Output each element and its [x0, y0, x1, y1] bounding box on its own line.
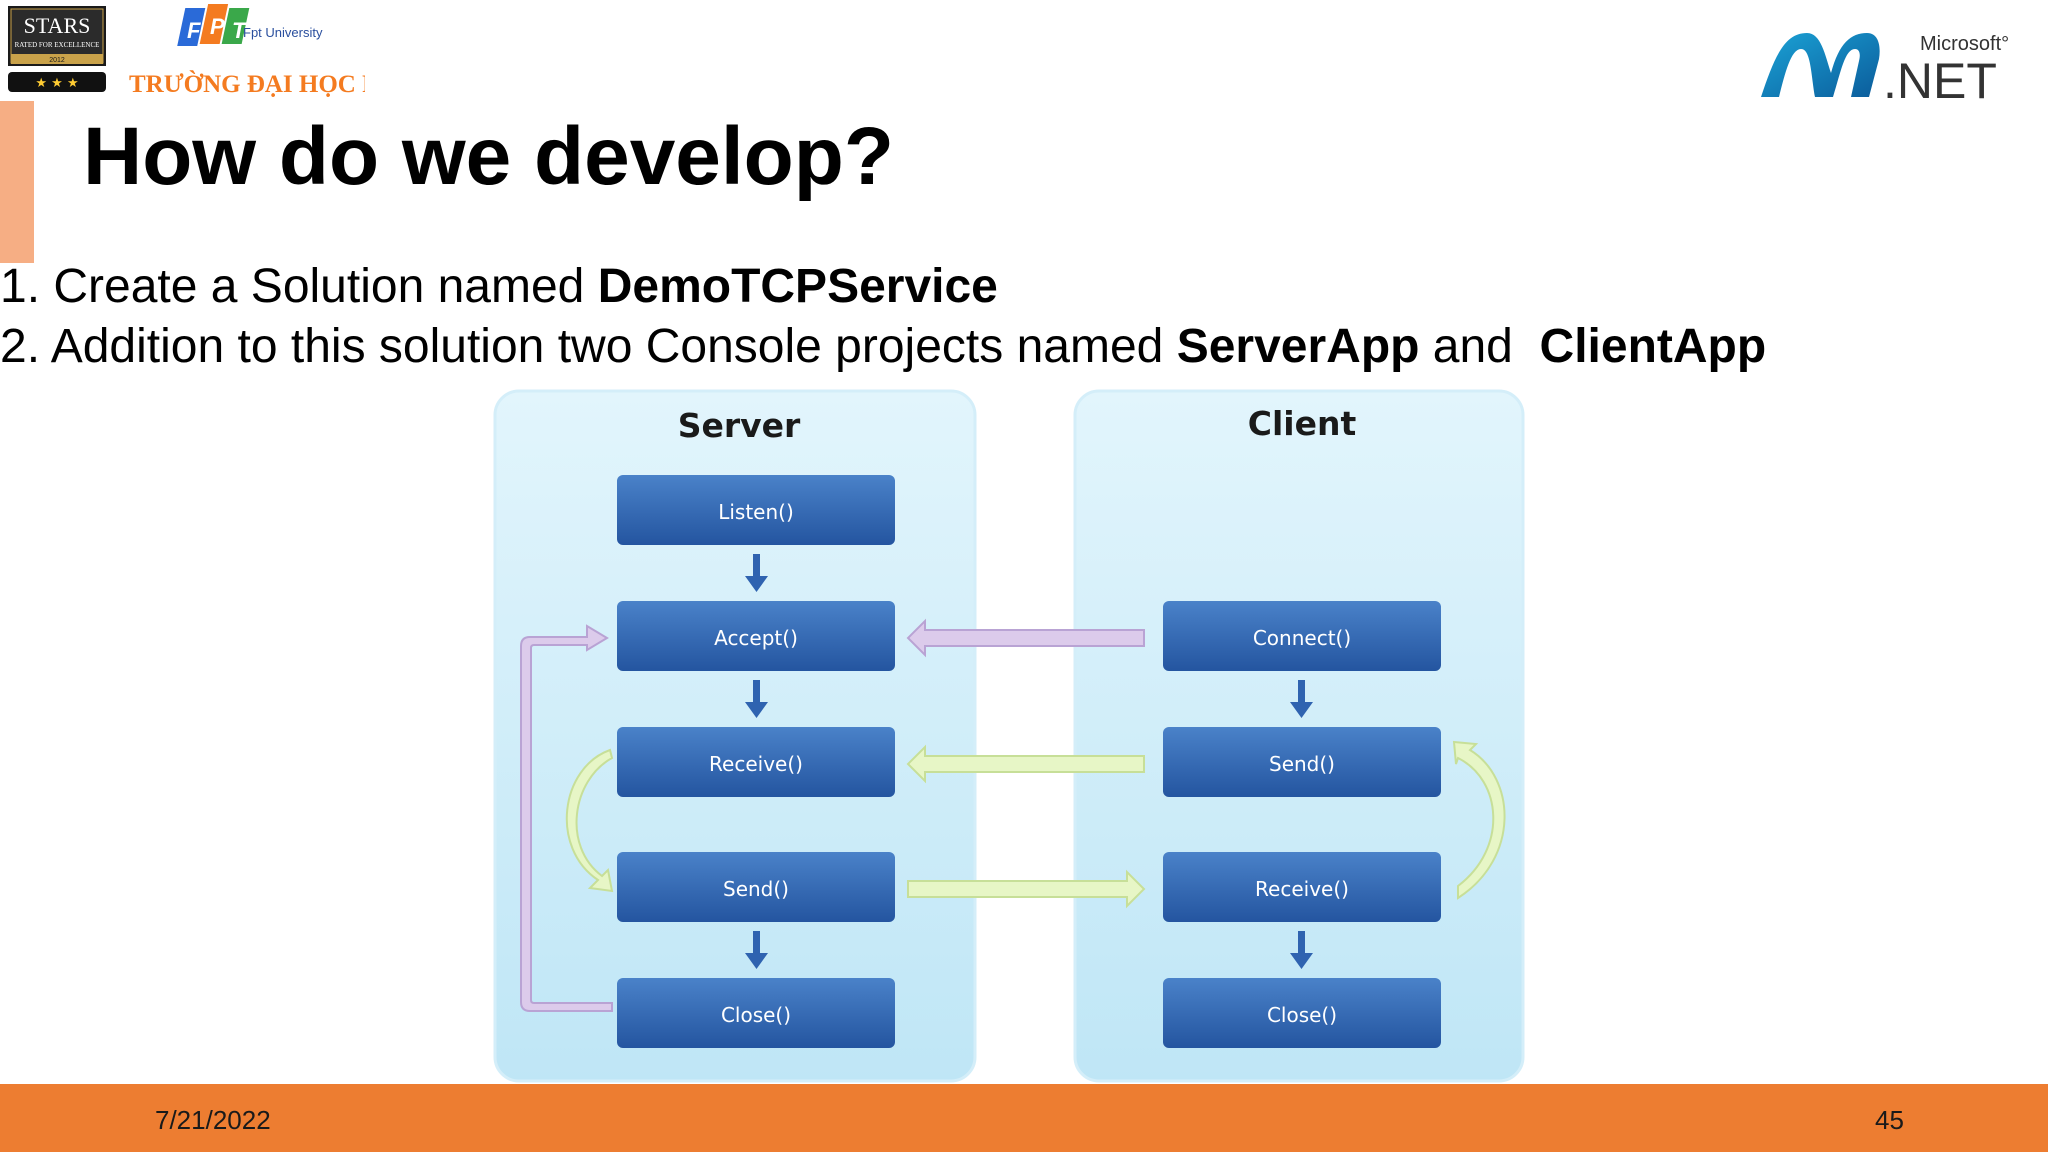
step-1-solution-name: DemoTCPService: [597, 260, 998, 313]
svg-text:Receive(): Receive(): [709, 752, 803, 776]
fpt-university-logo: F P T Fpt University TRƯỜNG ĐẠI HỌC FPT: [129, 4, 365, 98]
server-send-to-client-receive-arrow: [907, 869, 1146, 909]
svg-text:Close(): Close(): [721, 1003, 791, 1027]
title-accent-bar: [0, 101, 34, 263]
step-2-text: 2. Addition to this solution two Console…: [0, 318, 1766, 376]
server-title: Server: [678, 406, 801, 445]
server-flow-arrows: [745, 554, 768, 969]
server-step-accept: Accept(): [617, 601, 895, 671]
client-step-send: Send(): [1163, 727, 1441, 797]
svg-text:RATED FOR EXCELLENCE: RATED FOR EXCELLENCE: [15, 41, 100, 49]
server-step-close: Close(): [617, 978, 895, 1048]
client-flow-arrows: [1290, 680, 1313, 969]
svg-text:Close(): Close(): [1267, 1003, 1337, 1027]
step-2-plain: 2. Addition to this solution two Console…: [0, 320, 1177, 373]
step-2-and: and: [1419, 320, 1540, 373]
slide-title: How do we develop?: [83, 111, 894, 202]
svg-text:STARS: STARS: [24, 13, 91, 38]
close-to-accept-loop-arrow: [520, 624, 613, 1012]
slide-number: 45: [1875, 1105, 1904, 1135]
client-step-receive: Receive(): [1163, 852, 1441, 922]
svg-text:Send(): Send(): [1269, 752, 1335, 776]
svg-text:Receive(): Receive(): [1255, 877, 1349, 901]
step-2-client-app: ClientApp: [1539, 320, 1767, 373]
server-step-receive: Receive(): [617, 727, 895, 797]
svg-text:Accept(): Accept(): [714, 626, 798, 650]
server-step-listen: Listen(): [617, 475, 895, 545]
svg-text:Fpt University: Fpt University: [243, 25, 323, 40]
svg-text:T: T: [232, 18, 247, 43]
tcp-client-server-diagram: Server Client Listen() Accept() Receive(…: [493, 389, 1525, 1083]
client-send-receive-loop-arrow: [1452, 740, 1506, 900]
client-send-to-server-receive-arrow: [906, 744, 1145, 784]
connect-to-accept-arrow: [906, 618, 1145, 658]
svg-text:2012: 2012: [49, 57, 65, 64]
server-step-send: Send(): [617, 852, 895, 922]
svg-text:Send(): Send(): [723, 877, 789, 901]
microsoft-dotnet-logo: Microsoft° .NET: [1761, 33, 2009, 105]
footer-bar: [0, 1084, 2048, 1152]
client-step-connect: Connect(): [1163, 601, 1441, 671]
svg-text:TRƯỜNG ĐẠI HỌC FPT: TRƯỜNG ĐẠI HỌC FPT: [129, 70, 365, 98]
svg-text:★ ★ ★: ★ ★ ★: [35, 76, 78, 91]
server-receive-send-loop-arrow: [565, 748, 614, 893]
svg-text:Microsoft°: Microsoft°: [1920, 33, 2009, 55]
client-step-close: Close(): [1163, 978, 1441, 1048]
client-title: Client: [1248, 404, 1357, 443]
footer-date: 7/21/2022: [155, 1105, 271, 1135]
step-2-server-app: ServerApp: [1176, 320, 1420, 373]
svg-text:Connect(): Connect(): [1253, 626, 1351, 650]
svg-text:Listen(): Listen(): [718, 500, 794, 524]
svg-text:.NET: .NET: [1883, 53, 1997, 105]
svg-text:F: F: [187, 18, 201, 43]
svg-text:P: P: [210, 14, 225, 39]
stars-logo: STARS RATED FOR EXCELLENCE 2012 ★ ★ ★: [8, 6, 106, 92]
step-1-plain: 1. Create a Solution named: [0, 260, 598, 313]
step-1-text: 1. Create a Solution named DemoTCPServic…: [0, 258, 998, 316]
